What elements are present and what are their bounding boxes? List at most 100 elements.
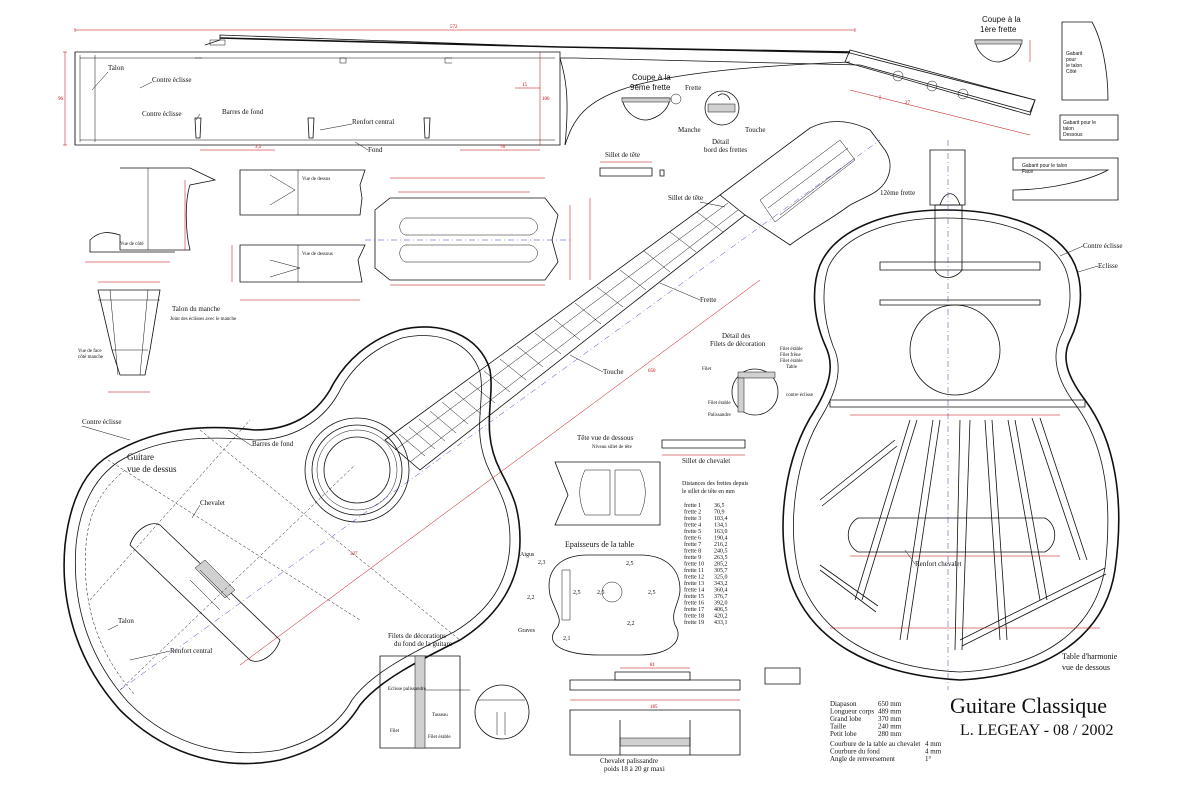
deco-label-3: Table: [786, 365, 798, 370]
dim-650: 650: [648, 369, 656, 374]
back-deco-label-2: Filet: [390, 729, 400, 734]
fret-row-label: frette 10: [684, 561, 704, 568]
spec2-label: Courbure du fond: [830, 748, 880, 756]
fret-row-value: 305,7: [714, 568, 728, 574]
deco-label-1: Filet frêne: [780, 353, 801, 358]
label-manche: Manche: [678, 126, 701, 134]
fret-row-value: 376,7: [714, 594, 728, 600]
bridge-title-1: Chevalet palissandre: [600, 757, 658, 765]
fret-row-value: 420,2: [714, 614, 728, 620]
fret-row-label: frette 12: [684, 574, 704, 581]
frets-title-2: le sillet de tête en mm: [682, 489, 735, 495]
fret-row-label: frette 15: [684, 593, 704, 600]
fret-row-value: 103,4: [714, 516, 728, 522]
thickness-1: 2,5: [573, 590, 581, 596]
thickness-5: 2,5: [648, 590, 656, 596]
deco-label-2: Filet érable: [780, 359, 803, 364]
thickness-7: 2,1: [563, 636, 571, 642]
label-contre-eclisse-1: Contre éclisse: [152, 76, 191, 84]
spec-value: 650 mm: [878, 700, 902, 708]
sillet-chevalet: Sillet de chevalet: [661, 439, 746, 465]
coupe9-title-a: Coupe à la: [632, 73, 671, 82]
spec-value: 240 mm: [878, 723, 902, 731]
fret-row-value: 216,2: [714, 542, 728, 548]
drawing-author: L. LEGEAY - 08 / 2002: [960, 722, 1113, 739]
table-thickness: Epaisseurs de la table Aigus Graves 2,3 …: [518, 540, 681, 656]
frets-title-1: Distances des frettes depuis: [682, 480, 749, 487]
fret-row-value: 36,5: [714, 503, 725, 509]
fret-row-value: 325,0: [714, 575, 728, 581]
dim-327: 327: [350, 552, 358, 557]
dim-length: 572: [450, 25, 458, 30]
title-block: Guitare Classique L. LEGEAY - 08 / 2002: [950, 693, 1113, 739]
fret-row-label: frette 17: [684, 606, 704, 613]
coupe-9eme-frette: Coupe à la 9ème frette Frette Manche Tou…: [621, 73, 766, 154]
fret-row-value: 70,9: [714, 510, 725, 516]
deco-label-0: Filet érable: [780, 347, 803, 352]
label-top-sillet: Sillet de tête: [668, 194, 703, 202]
fret-row-value: 134,1: [714, 523, 728, 529]
fret-row-value: 360,4: [714, 588, 728, 594]
fret-row-value: 263,5: [714, 555, 728, 561]
gabarit-dessous-1: talon: [1063, 126, 1074, 132]
fret-row-label: frette 1: [684, 502, 701, 509]
dim-35: 3,5: [255, 145, 262, 150]
fret-row-label: frette 18: [684, 613, 704, 620]
thickness-6: 2,2: [627, 621, 635, 627]
deco-label-4: Filet: [702, 367, 712, 372]
gabarit-table-1: Face: [1022, 169, 1033, 175]
label-vue-dessous: Vue de dessous: [302, 252, 333, 257]
top-view-title-2: vue de dessus: [127, 464, 177, 474]
label-talon-manche: Talon du manche: [172, 305, 220, 313]
label-vue-dessus: Vue de dessus: [302, 177, 330, 182]
head-top-view: [365, 177, 591, 286]
dim-height: 96: [58, 97, 64, 102]
label-top-chevalet: Chevalet: [200, 499, 225, 507]
thickness-2: 2,2: [527, 595, 535, 601]
gabarit-dessous-0: Gabarit pour le: [1063, 120, 1096, 126]
fret-row-label: frette 4: [684, 522, 701, 529]
spec2-value: 4 mm: [925, 748, 942, 756]
fret-row-label: frette 11: [684, 567, 704, 574]
gabarit-cote-0: Gabarit: [1066, 51, 1083, 57]
fret-row-value: 406,5: [714, 607, 728, 613]
dim-78: 78: [500, 145, 506, 150]
guitar-top-view: 327 650 Guitare vue de dessus Contre écl…: [63, 121, 891, 765]
back-deco-title-2: du fond de la guitare: [394, 640, 452, 648]
gabarit-cote-2: le talon: [1066, 63, 1082, 69]
top-view-title-1: Guitare: [127, 452, 154, 462]
label-fond: Fond: [368, 146, 383, 154]
fret-row-value: 392,0: [714, 601, 728, 607]
deco-label-5: Filet érable: [708, 401, 731, 406]
spec2-label: Courbure de la table au chevalet: [830, 740, 920, 748]
fret-row-label: frette 3: [684, 515, 701, 522]
gabarit-dessous-2: Dessous: [1063, 132, 1083, 138]
spec-value: 489 mm: [878, 708, 902, 716]
spec2-label: Angle de renversement: [830, 755, 895, 763]
coupe-1ere-frette: Coupe à la 1ère frette: [974, 15, 1031, 63]
label-top-frette: Frette: [700, 296, 716, 304]
label-touche: Touche: [745, 126, 766, 134]
spec-label: Petit lobe: [830, 730, 857, 738]
bridge-title-2: poids 18 à 20 gr maxi: [604, 765, 665, 773]
fret-row-value: 433,1: [714, 620, 728, 626]
head-bottom-view: Tête vue de dessous Niveau sillet de têt…: [554, 434, 661, 526]
label-renfort-central: Renfort central: [352, 118, 394, 126]
spec2-value: 1°: [925, 755, 932, 763]
fret-row-label: frette 16: [684, 600, 704, 607]
soundboard-view: 12ème frette Contre éclisse Eclisse Renf…: [782, 140, 1122, 690]
label-talon: Talon: [108, 64, 124, 72]
drawing-title: Guitare Classique: [950, 693, 1107, 718]
fret-row-value: 240,5: [714, 549, 728, 555]
label-sb-eclisse: Eclisse: [1098, 262, 1118, 270]
fret-row-label: frette 2: [684, 509, 701, 516]
decoration-detail: Détail des Filets de décoration Filet ér…: [702, 332, 814, 418]
coupe1-title-a: Coupe à la: [982, 15, 1021, 24]
back-deco-title-1: Filets de décorations: [388, 632, 446, 640]
spec-value: 370 mm: [878, 715, 902, 723]
soundboard-title-1: Table d'harmonie: [1062, 652, 1118, 661]
head-bottom-sub: Niveau sillet de tête: [592, 445, 633, 450]
coupe9-title-b: 9ème frette: [630, 83, 671, 92]
label-top-touche: Touche: [603, 368, 624, 376]
